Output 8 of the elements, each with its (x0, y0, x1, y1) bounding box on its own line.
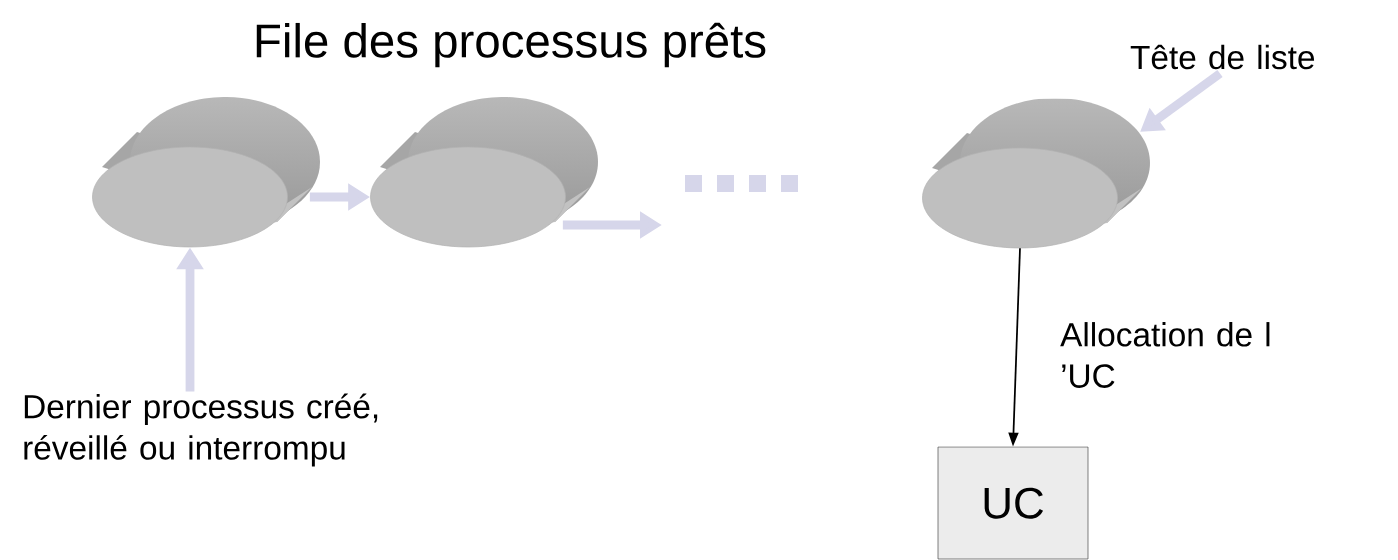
disk-drawing (92, 97, 320, 248)
process-box: UC (937, 446, 1089, 560)
disk-drawing (370, 97, 598, 248)
disk-drawing (922, 98, 1150, 249)
text-label: Dernier processus créé, réveillé ou interrompu (24, 393, 378, 467)
edge-label: Allocation de l ’UC (1060, 322, 1270, 388)
text-label: Tête de liste (1130, 44, 1315, 70)
title: File des processus prêts (256, 22, 766, 68)
